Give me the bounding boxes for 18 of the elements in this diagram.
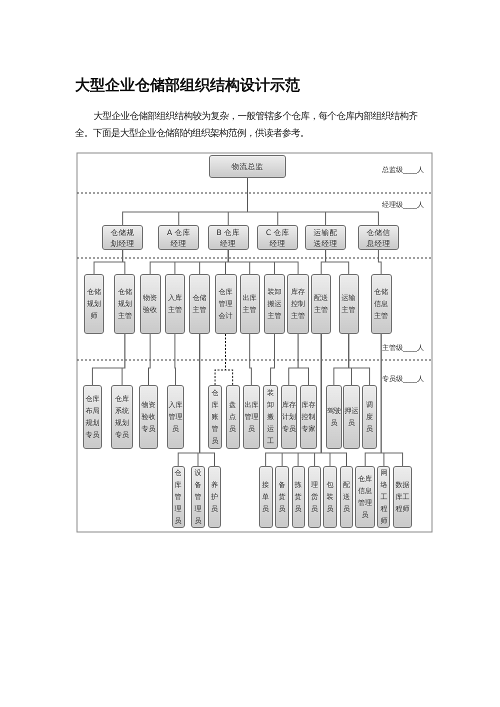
connector-line — [228, 250, 299, 274]
intro-paragraph: 大型企业仓储部组织结构较为复杂，一般管辖多个仓库，每个仓库内部组织结构齐全。下面是大型企业仓储部的组织架构范例，供读者参考。 — [75, 110, 419, 141]
connector-line — [298, 334, 310, 386]
connector-line — [249, 334, 252, 386]
connector-line — [247, 178, 379, 226]
connector-line — [320, 334, 347, 466]
page-title: 大型企业仓储部组织结构设计示范 — [75, 76, 300, 95]
connector-line — [122, 250, 126, 274]
connector-line — [270, 334, 275, 386]
connector-line — [225, 334, 234, 386]
connector-line — [378, 250, 382, 274]
connector-line — [380, 334, 404, 466]
connector-line — [174, 334, 176, 386]
connector-line — [325, 250, 350, 274]
connector-line — [148, 334, 151, 386]
connector-line — [199, 334, 215, 466]
connector-line — [122, 334, 126, 386]
connector-line — [348, 334, 370, 386]
